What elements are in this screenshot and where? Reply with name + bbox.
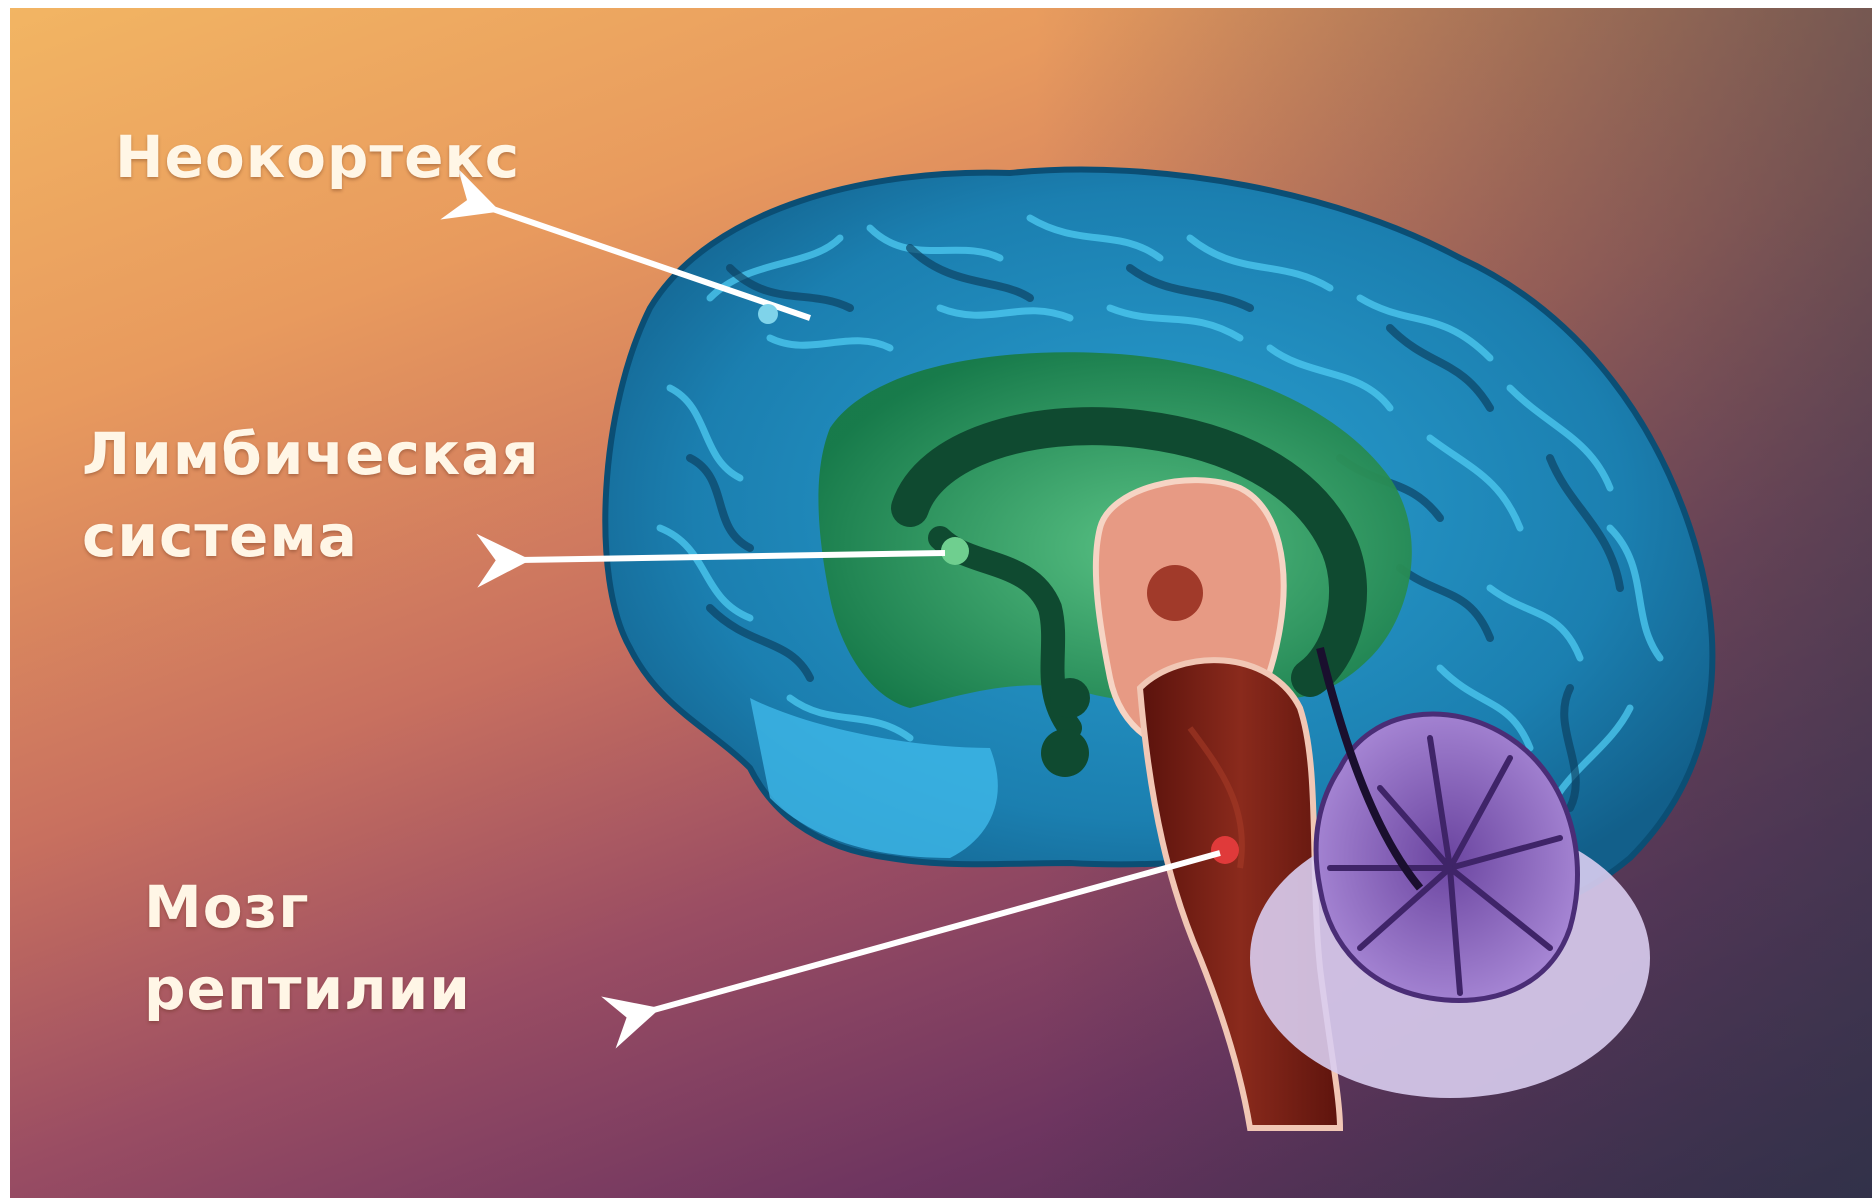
label-reptilian-line1: Мозг	[144, 866, 471, 948]
label-neocortex: Неокортекс	[115, 116, 520, 198]
label-limbic-line1: Лимбическая	[82, 413, 540, 495]
arrow-reptilian	[650, 853, 1220, 1011]
label-limbic-line2: система	[82, 495, 540, 577]
arrow-neocortex-dot	[758, 304, 778, 324]
label-reptilian-brain: Мозг рептилии	[144, 866, 471, 1031]
label-reptilian-line2: рептилии	[144, 948, 471, 1030]
label-neocortex-text: Неокортекс	[115, 116, 520, 198]
diagram-frame: Неокортекс Лимбическая система Мозг репт…	[10, 8, 1872, 1198]
label-limbic-system: Лимбическая система	[82, 413, 540, 578]
